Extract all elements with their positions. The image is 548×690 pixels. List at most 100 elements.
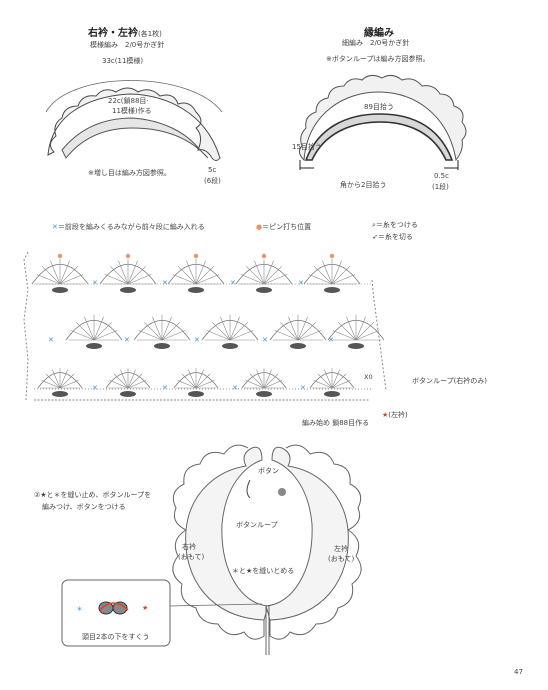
- shell-stitch: [161, 330, 186, 341]
- cross-marker: ✕: [232, 384, 238, 392]
- shell-stitch: [93, 330, 118, 341]
- shell-stitch: [75, 321, 95, 341]
- shell-stitch: [211, 321, 231, 341]
- shell-stitch: [254, 260, 265, 285]
- shell-stitch: [332, 330, 357, 341]
- shell-stitch: [177, 380, 197, 389]
- inset-stitch-drawing: [96, 598, 132, 618]
- cross-marker: ✕: [262, 336, 268, 344]
- shell-stitch: [355, 330, 380, 341]
- cross-marker: ✕: [92, 279, 98, 287]
- shell-stitch: [50, 260, 61, 285]
- shell-stitch: [313, 265, 333, 285]
- attach-yarn-icon: ⌕: [372, 221, 376, 229]
- shell-base: [256, 287, 272, 293]
- shell-stitch: [331, 265, 351, 285]
- shell-stitch: [331, 369, 340, 389]
- collar-width-arc: [45, 80, 223, 113]
- shell-stitch: [288, 316, 299, 341]
- legend-cross: ✕＝前段を編みくるみながら前々段に編み入れる: [52, 223, 205, 231]
- chart-x0-label: X0: [364, 373, 373, 381]
- shell-stitch: [109, 380, 129, 389]
- shell-stitch: [84, 316, 95, 341]
- edging-pick-corner: 角から2目拾う: [340, 181, 387, 189]
- shell-stitch: [263, 265, 283, 285]
- shell-stitch: [41, 265, 61, 285]
- shell-stitch: [317, 373, 333, 389]
- shell-stitch: [127, 260, 138, 285]
- shell-stitch: [195, 373, 211, 389]
- shell-stitch: [177, 265, 197, 285]
- shell-base: [120, 287, 136, 293]
- shell-stitch: [143, 321, 163, 341]
- shell-stitch: [220, 316, 231, 341]
- shell-stitch: [308, 274, 333, 285]
- edging-pick-center: 89目拾う: [364, 103, 394, 111]
- shell-stitch: [240, 274, 265, 285]
- collar-side-label: 5c: [208, 166, 217, 174]
- pin-marker: [57, 253, 63, 259]
- assembly-left-collar: 左衿: [334, 545, 348, 553]
- shell-stitch: [59, 380, 79, 389]
- cross-icon: ✕: [52, 223, 58, 231]
- shell-stitch: [181, 373, 197, 389]
- shell-stitch: [195, 380, 215, 389]
- cross-marker: ✕: [194, 336, 200, 344]
- cross-marker: ✕: [230, 279, 236, 287]
- shell-stitch: [118, 260, 129, 285]
- legend-pin: ●＝ピン打ち位置: [256, 223, 312, 231]
- shell-stitch: [297, 316, 308, 341]
- shell-stitch: [188, 369, 197, 389]
- shell-stitch: [229, 316, 240, 341]
- assembly-right-collar-2: (おもて): [178, 553, 205, 561]
- shell-stitch: [331, 373, 347, 389]
- shell-stitch: [127, 265, 147, 285]
- shell-base: [86, 343, 102, 349]
- collar-subtitle: 模様編み 2/0号かぎ針: [90, 41, 165, 49]
- shell-base: [222, 343, 238, 349]
- chart-left-collar-label: ★(左衿): [382, 411, 408, 419]
- legend-cut: ➶＝糸を切る: [372, 233, 413, 241]
- cross-marker: ✕: [92, 384, 98, 392]
- shell-stitch: [206, 330, 231, 341]
- cross-marker: ✕: [162, 279, 168, 287]
- assembly-instruction-2: 編みつけ、ボタンをつける: [42, 503, 126, 511]
- shell-stitch: [186, 260, 197, 285]
- legend-attach: ⌕＝糸をつける: [372, 221, 418, 229]
- shell-stitch: [93, 321, 113, 341]
- shell-stitch: [297, 321, 317, 341]
- edging-depth: 0.5c: [434, 172, 449, 180]
- collar-piece-shape: [47, 87, 221, 161]
- collar-side-label-2: (6段): [204, 177, 221, 185]
- collar-inner-label-1: 22c(鎖88目·: [108, 97, 149, 105]
- shell-stitch: [263, 373, 279, 389]
- shell-base: [324, 287, 340, 293]
- pin-icon: ●: [256, 223, 263, 231]
- star-icon: ★: [382, 411, 389, 419]
- shell-stitch: [59, 274, 84, 285]
- shell-stitch: [52, 369, 61, 389]
- shell-base: [256, 391, 272, 397]
- pin-marker: [329, 253, 335, 259]
- shell-stitch: [172, 274, 197, 285]
- edging-depth-2: (1段): [432, 183, 449, 191]
- shell-stitch: [355, 316, 366, 341]
- shell-stitch: [138, 330, 163, 341]
- shell-stitch: [322, 260, 333, 285]
- edging-note: ※ボタンループは編み方図参照。: [326, 55, 430, 63]
- shell-base: [188, 287, 204, 293]
- edging-piece-shape: [298, 74, 467, 162]
- shell-stitch: [127, 380, 147, 389]
- shell-stitch: [346, 316, 357, 341]
- inset-asterisk-icon: ＊: [76, 605, 83, 613]
- edging-subtitle: 細編み 2/0号かぎ針: [342, 39, 410, 47]
- collar-title: 右衿・左衿(各1枚): [88, 28, 162, 39]
- shell-stitch: [93, 316, 104, 341]
- collar-inner-label-2: 11模様)作る: [112, 107, 152, 115]
- shell-stitch: [195, 274, 220, 285]
- chart-start-label: 編み始め 鎖88目作る: [302, 419, 370, 427]
- inset-star-icon: ★: [142, 604, 149, 612]
- assembly-button-label: ボタン: [258, 467, 279, 475]
- shell-stitch: [127, 369, 136, 389]
- shell-base: [120, 391, 136, 397]
